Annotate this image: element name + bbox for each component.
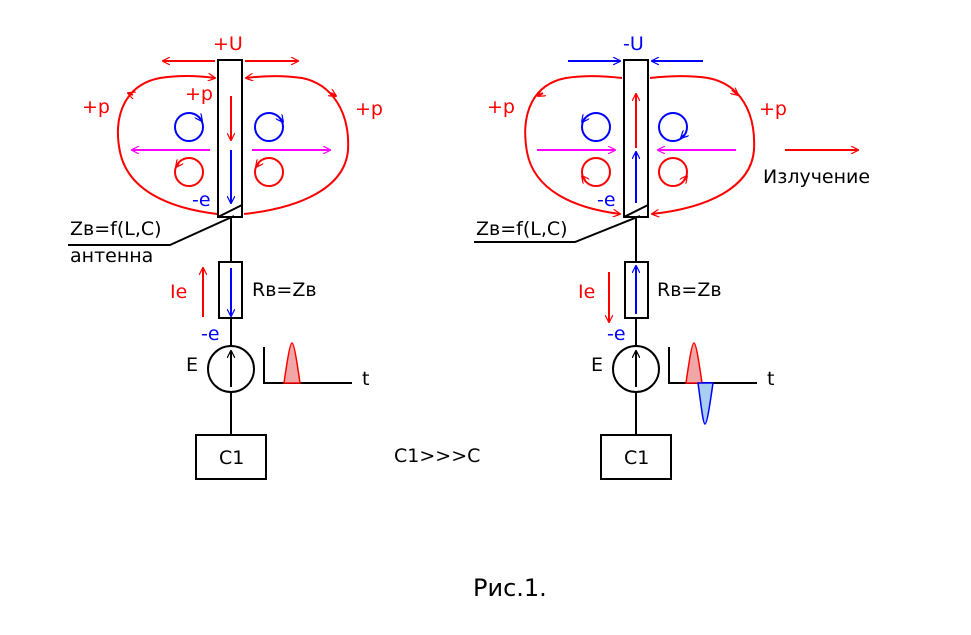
- left-e-label-bottom: -e: [201, 323, 220, 345]
- right-vortex-blue-1: [581, 112, 611, 142]
- right-vortex-blue-1-arrow: [582, 118, 585, 122]
- left-p-label-left: +p: [82, 96, 110, 118]
- right-vortex-red-2-arrow: [684, 176, 687, 180]
- left-pulse: [283, 342, 301, 384]
- left-loop-right-arrow: [331, 93, 336, 96]
- left-c1-label: C1: [219, 447, 244, 469]
- left-u-label: +U: [213, 33, 243, 55]
- left-loop-left: [116, 76, 218, 215]
- left-vortex-red-2-arrow: [256, 163, 259, 167]
- right-c1-box: [600, 434, 672, 480]
- right-p-label-right: +p: [759, 98, 787, 120]
- right-e-label-top: -e: [597, 189, 616, 211]
- right-r-label: Rв=Zв: [657, 279, 722, 301]
- left-r-label: Rв=Zв: [252, 279, 317, 301]
- left-c1-box: [195, 434, 267, 480]
- left-antenna-label: антенна: [70, 245, 153, 267]
- right-vortex-red-2: [658, 157, 688, 187]
- right-vortex-red-1: [581, 157, 611, 187]
- right-vortex-blue-2: [658, 112, 688, 142]
- right-circuit: -U +p +p -e Zв=f(L,C) Ie Rв=Zв -e E t C1…: [474, 33, 870, 480]
- left-ie-label: Ie: [170, 281, 187, 303]
- right-t-label: t: [767, 368, 774, 390]
- left-circuit: +U +p +p +p -e Zв=f(L,C) антенна Ie Rв=Z…: [68, 33, 383, 480]
- right-pulse-positive: [685, 342, 703, 384]
- right-c1-label: C1: [624, 447, 649, 469]
- left-graph-axes: [263, 347, 352, 384]
- left-vortex-blue-2: [254, 112, 284, 142]
- right-loop-left: [524, 75, 623, 214]
- right-loop-right: [649, 75, 756, 214]
- left-vortex-blue-2-arrow: [280, 118, 283, 122]
- figure-caption: Рис.1.: [473, 574, 547, 602]
- left-t-label: t: [362, 368, 369, 390]
- right-rod-diagonal: [623, 204, 649, 218]
- right-leader-line: [474, 215, 641, 243]
- right-e-label-bottom: -e: [607, 323, 626, 345]
- left-vortex-blue-1-arrow: [199, 117, 202, 121]
- left-rod-diagonal: [217, 204, 243, 218]
- right-p-label-left: +p: [487, 96, 515, 118]
- radiation-label: Излучение: [763, 166, 870, 188]
- left-z-label: Zв=f(L,C): [70, 218, 162, 240]
- right-vortex-blue-2-arrow: [681, 135, 684, 138]
- right-ie-label: Ie: [578, 281, 595, 303]
- left-leader-line: [68, 215, 235, 246]
- left-p-label-top: +p: [185, 83, 213, 105]
- right-vortex-red-1-arrow: [582, 176, 585, 180]
- right-u-label: -U: [623, 33, 644, 55]
- left-vortex-red-2: [254, 157, 284, 187]
- right-loop-right-arrow: [732, 90, 738, 95]
- relation-label: C1>>>C: [394, 445, 480, 467]
- left-e-label-top: -e: [192, 189, 211, 211]
- right-pulse-negative: [697, 382, 714, 425]
- right-loop-left-arrow: [538, 93, 543, 96]
- right-graph-axes: [668, 347, 757, 384]
- left-p-label-right: +p: [355, 98, 383, 120]
- right-e-source-label: E: [591, 354, 603, 376]
- left-vortex-blue-1: [174, 112, 204, 142]
- left-e-source-label: E: [186, 354, 198, 376]
- left-vortex-red-1-arrow: [176, 163, 179, 167]
- left-vortex-red-1: [174, 157, 204, 187]
- right-z-label: Zв=f(L,C): [476, 218, 568, 240]
- left-loop-left-arrow: [128, 93, 133, 95]
- left-loop-right: [243, 76, 350, 215]
